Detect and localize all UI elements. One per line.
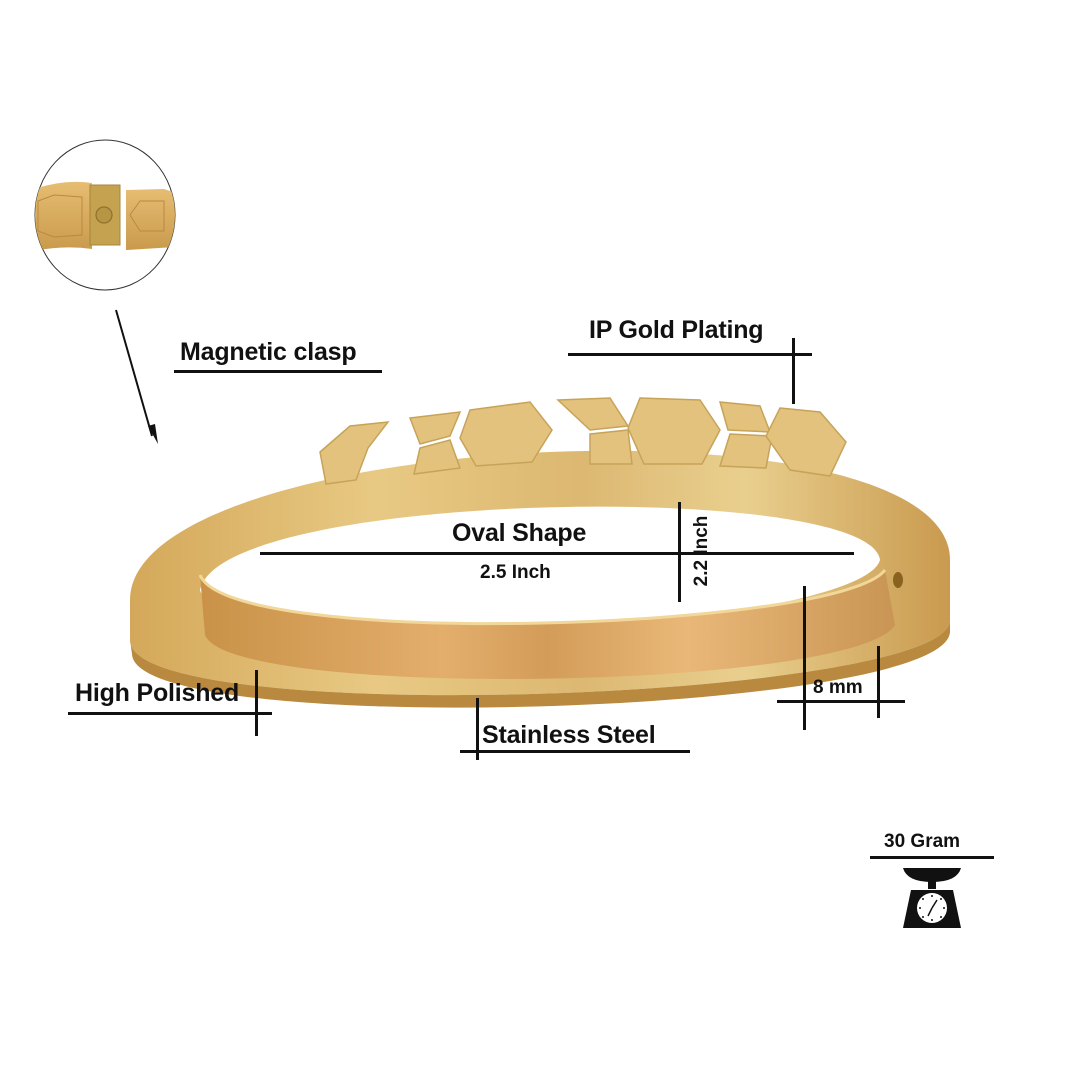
magnified-clasp-icon: [34, 139, 176, 291]
oval-shape-label: Oval Shape: [452, 519, 587, 547]
stainless-steel-underline: [460, 750, 690, 753]
width-dimension-label: 2.5 Inch: [480, 562, 551, 583]
magnetic-clasp-label: Magnetic clasp: [180, 338, 357, 366]
magnetic-clasp-underline: [174, 370, 382, 373]
weight-label: 30 Gram: [884, 831, 961, 852]
kitchen-scale-icon: [903, 868, 961, 928]
clasp-detail-inset: [34, 139, 176, 291]
weight-underline: [870, 856, 994, 859]
thickness-label: 8 mm: [813, 677, 863, 698]
high-polished-tick: [255, 670, 258, 736]
stainless-steel-label: Stainless Steel: [482, 721, 656, 749]
height-dimension-line: [678, 502, 681, 602]
height-dimension-label: 2.2 Inch: [691, 515, 712, 587]
ip-gold-plating-tick: [792, 338, 795, 404]
ip-gold-plating-label: IP Gold Plating: [589, 316, 764, 344]
width-dimension-line: [260, 552, 854, 555]
stainless-steel-tick: [476, 698, 479, 760]
high-polished-underline: [68, 712, 272, 715]
ip-gold-plating-underline: [568, 353, 812, 356]
arrow-down-right-icon: [115, 309, 158, 444]
thickness-baseline: [777, 700, 905, 703]
thickness-tick-right: [877, 646, 880, 718]
thickness-tick-left: [803, 586, 806, 730]
gold-bangle-image: [130, 397, 950, 708]
high-polished-label: High Polished: [75, 679, 240, 707]
